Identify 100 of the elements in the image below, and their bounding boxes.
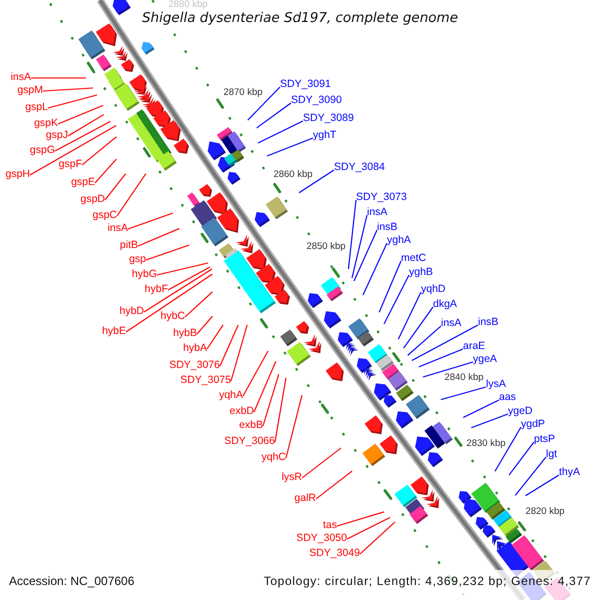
- leader-line: [398, 292, 422, 340]
- gene-label: lgt: [546, 448, 558, 460]
- gene-label: yghT: [313, 129, 336, 141]
- map-title: Shigella dysenteriae Sd197, complete genome: [142, 10, 458, 27]
- leader-line: [274, 378, 287, 442]
- gene-label: gspE: [71, 176, 95, 188]
- leader-line: [422, 361, 474, 378]
- leader-line: [220, 324, 239, 366]
- leader-line: [407, 326, 442, 356]
- scale-label: 2830 kbp: [466, 439, 506, 449]
- leader-line: [258, 120, 304, 144]
- leader-line: [126, 274, 213, 332]
- gene-label: yqhA: [219, 389, 243, 401]
- gene-label: yghB: [409, 266, 433, 278]
- leader-line: [440, 386, 486, 400]
- leader-line: [285, 394, 303, 458]
- gene-label: ygeA: [473, 353, 497, 365]
- leader-line: [31, 77, 86, 79]
- leader-line: [68, 114, 104, 136]
- gene-label: exbB: [239, 419, 263, 431]
- leader-line: [138, 228, 180, 246]
- gene-label: yqhD: [421, 283, 446, 295]
- gene-label: gspH: [5, 168, 30, 180]
- gene-label: gspL: [25, 101, 48, 113]
- leader-line: [412, 324, 478, 361]
- gene-label: insA: [441, 317, 462, 329]
- gene-label: gsp: [129, 253, 146, 265]
- gene-label: gspM: [17, 84, 43, 96]
- leader-line: [254, 361, 276, 412]
- gene-label: SDY_3090: [291, 94, 342, 106]
- leader-line: [346, 516, 390, 540]
- leader-line: [494, 426, 522, 472]
- gene-label: insA: [10, 71, 31, 83]
- gene-label: thyA: [559, 466, 580, 478]
- gene-label: hybG: [132, 268, 157, 280]
- leader-line: [354, 230, 378, 282]
- gene-label: SDY_3050: [296, 532, 347, 544]
- leader-line: [94, 158, 117, 184]
- gene-label: ygeD: [508, 405, 533, 417]
- leader-line: [146, 244, 190, 261]
- gene-label: yqhC: [261, 451, 286, 463]
- leader-line: [54, 120, 111, 152]
- leader-line: [104, 173, 126, 200]
- gene-label: hybD: [119, 305, 144, 317]
- leader-line: [384, 274, 410, 324]
- gene-label: insA: [108, 222, 128, 234]
- leader-line: [266, 137, 314, 157]
- accession-text: Accession: NC_007606: [9, 574, 134, 589]
- leader-line: [30, 125, 116, 176]
- gene-label: SDY_3091: [280, 78, 331, 90]
- leader-line: [42, 87, 94, 92]
- gene-label: SDY_3073: [356, 191, 407, 203]
- scale-label: 2850 kbp: [306, 242, 346, 252]
- gene-label: SDY_3084: [334, 161, 385, 173]
- gene-label: gspK: [34, 117, 58, 129]
- leader-line: [403, 306, 434, 348]
- scale-label: 2870 kbp: [223, 88, 263, 98]
- gene-label: gspG: [30, 144, 55, 156]
- leader-line: [156, 262, 208, 276]
- leader-line: [316, 470, 352, 500]
- gene-label: SDY_3076: [169, 359, 220, 371]
- gene-label: galR: [294, 492, 316, 504]
- leader-line: [256, 102, 292, 128]
- leader-line: [471, 413, 508, 428]
- leader-line: [206, 324, 224, 350]
- scale-label: 2860 kbp: [273, 170, 313, 180]
- gene-label: gspC: [92, 209, 117, 221]
- leader-line: [348, 200, 357, 270]
- leader-line: [128, 212, 174, 230]
- gene-label: lysR: [282, 471, 302, 483]
- leader-line: [247, 86, 280, 121]
- gene-label: SDY_3049: [309, 547, 360, 559]
- gene-label: ptsP: [534, 433, 556, 445]
- gene-label: hybB: [173, 327, 197, 339]
- leader-line: [262, 374, 280, 426]
- gene-label: metC: [401, 252, 426, 264]
- gene-label: insA: [367, 206, 388, 218]
- scale-label: 2840 kbp: [444, 373, 484, 383]
- leader-line: [462, 400, 500, 418]
- gene-label: pitB: [120, 239, 138, 251]
- leader-line: [525, 474, 560, 496]
- leader-line: [184, 291, 213, 318]
- leader-line: [82, 136, 117, 166]
- leader-line: [242, 350, 268, 396]
- gene-label: hybF: [144, 283, 168, 295]
- gene-label: hybE: [102, 325, 126, 337]
- gene-label: tas: [322, 519, 337, 531]
- leader-line: [508, 442, 534, 476]
- gene-label: gspF: [58, 158, 82, 170]
- leader-line: [351, 214, 368, 278]
- leader-line: [298, 170, 334, 194]
- leader-line: [360, 522, 396, 554]
- gene-label: yghA: [387, 234, 411, 246]
- leader-line: [196, 316, 214, 334]
- leader-line: [168, 266, 210, 290]
- gene-label: insB: [377, 221, 398, 233]
- leader-line: [336, 511, 384, 527]
- leader-line: [418, 348, 464, 368]
- gene-label: hybA: [183, 342, 207, 354]
- gene-label: SDY_3075: [180, 374, 231, 386]
